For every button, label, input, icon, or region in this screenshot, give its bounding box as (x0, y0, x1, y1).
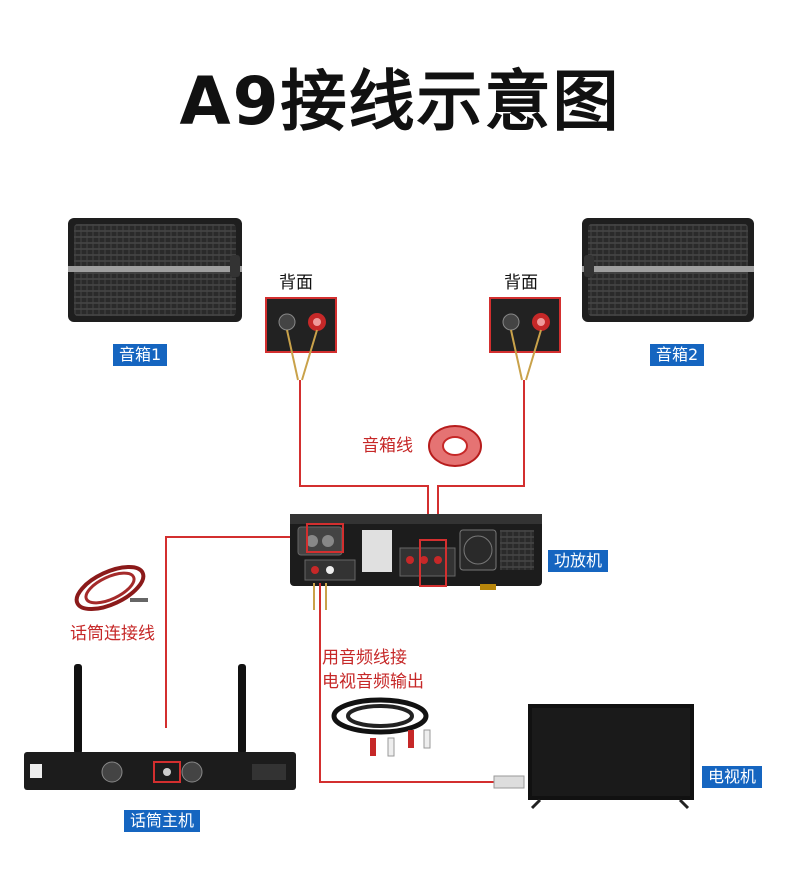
audio-line-label-1: 用音频线接 (322, 648, 407, 668)
back-label-right: 背面 (504, 273, 538, 293)
tv-icon (493, 704, 694, 810)
mic-cable-icon (74, 564, 148, 612)
back-label-left: 背面 (279, 273, 313, 293)
speaker-right-icon (582, 218, 754, 322)
speaker-left-icon (68, 218, 242, 322)
speaker-terminal-left-icon (265, 297, 337, 353)
speaker-cable-label: 音箱线 (362, 436, 413, 456)
tv-label: 电视机 (702, 766, 763, 788)
amplifier-label: 功放机 (548, 550, 609, 572)
speaker2-label: 音箱2 (650, 344, 705, 366)
speaker1-label: 音箱1 (113, 344, 168, 366)
mic-host-label: 话筒主机 (124, 810, 201, 832)
speaker-terminal-right-icon (489, 297, 561, 353)
rca-cable-icon (331, 697, 431, 757)
cable-coil-icon (428, 425, 482, 467)
mic-cable-label: 话筒连接线 (70, 624, 155, 644)
wireless-receiver-icon (24, 664, 296, 790)
amplifier-icon (290, 514, 542, 590)
audio-line-label-2: 电视音频输出 (322, 672, 424, 692)
page-title: A9接线示意图 (179, 63, 621, 140)
